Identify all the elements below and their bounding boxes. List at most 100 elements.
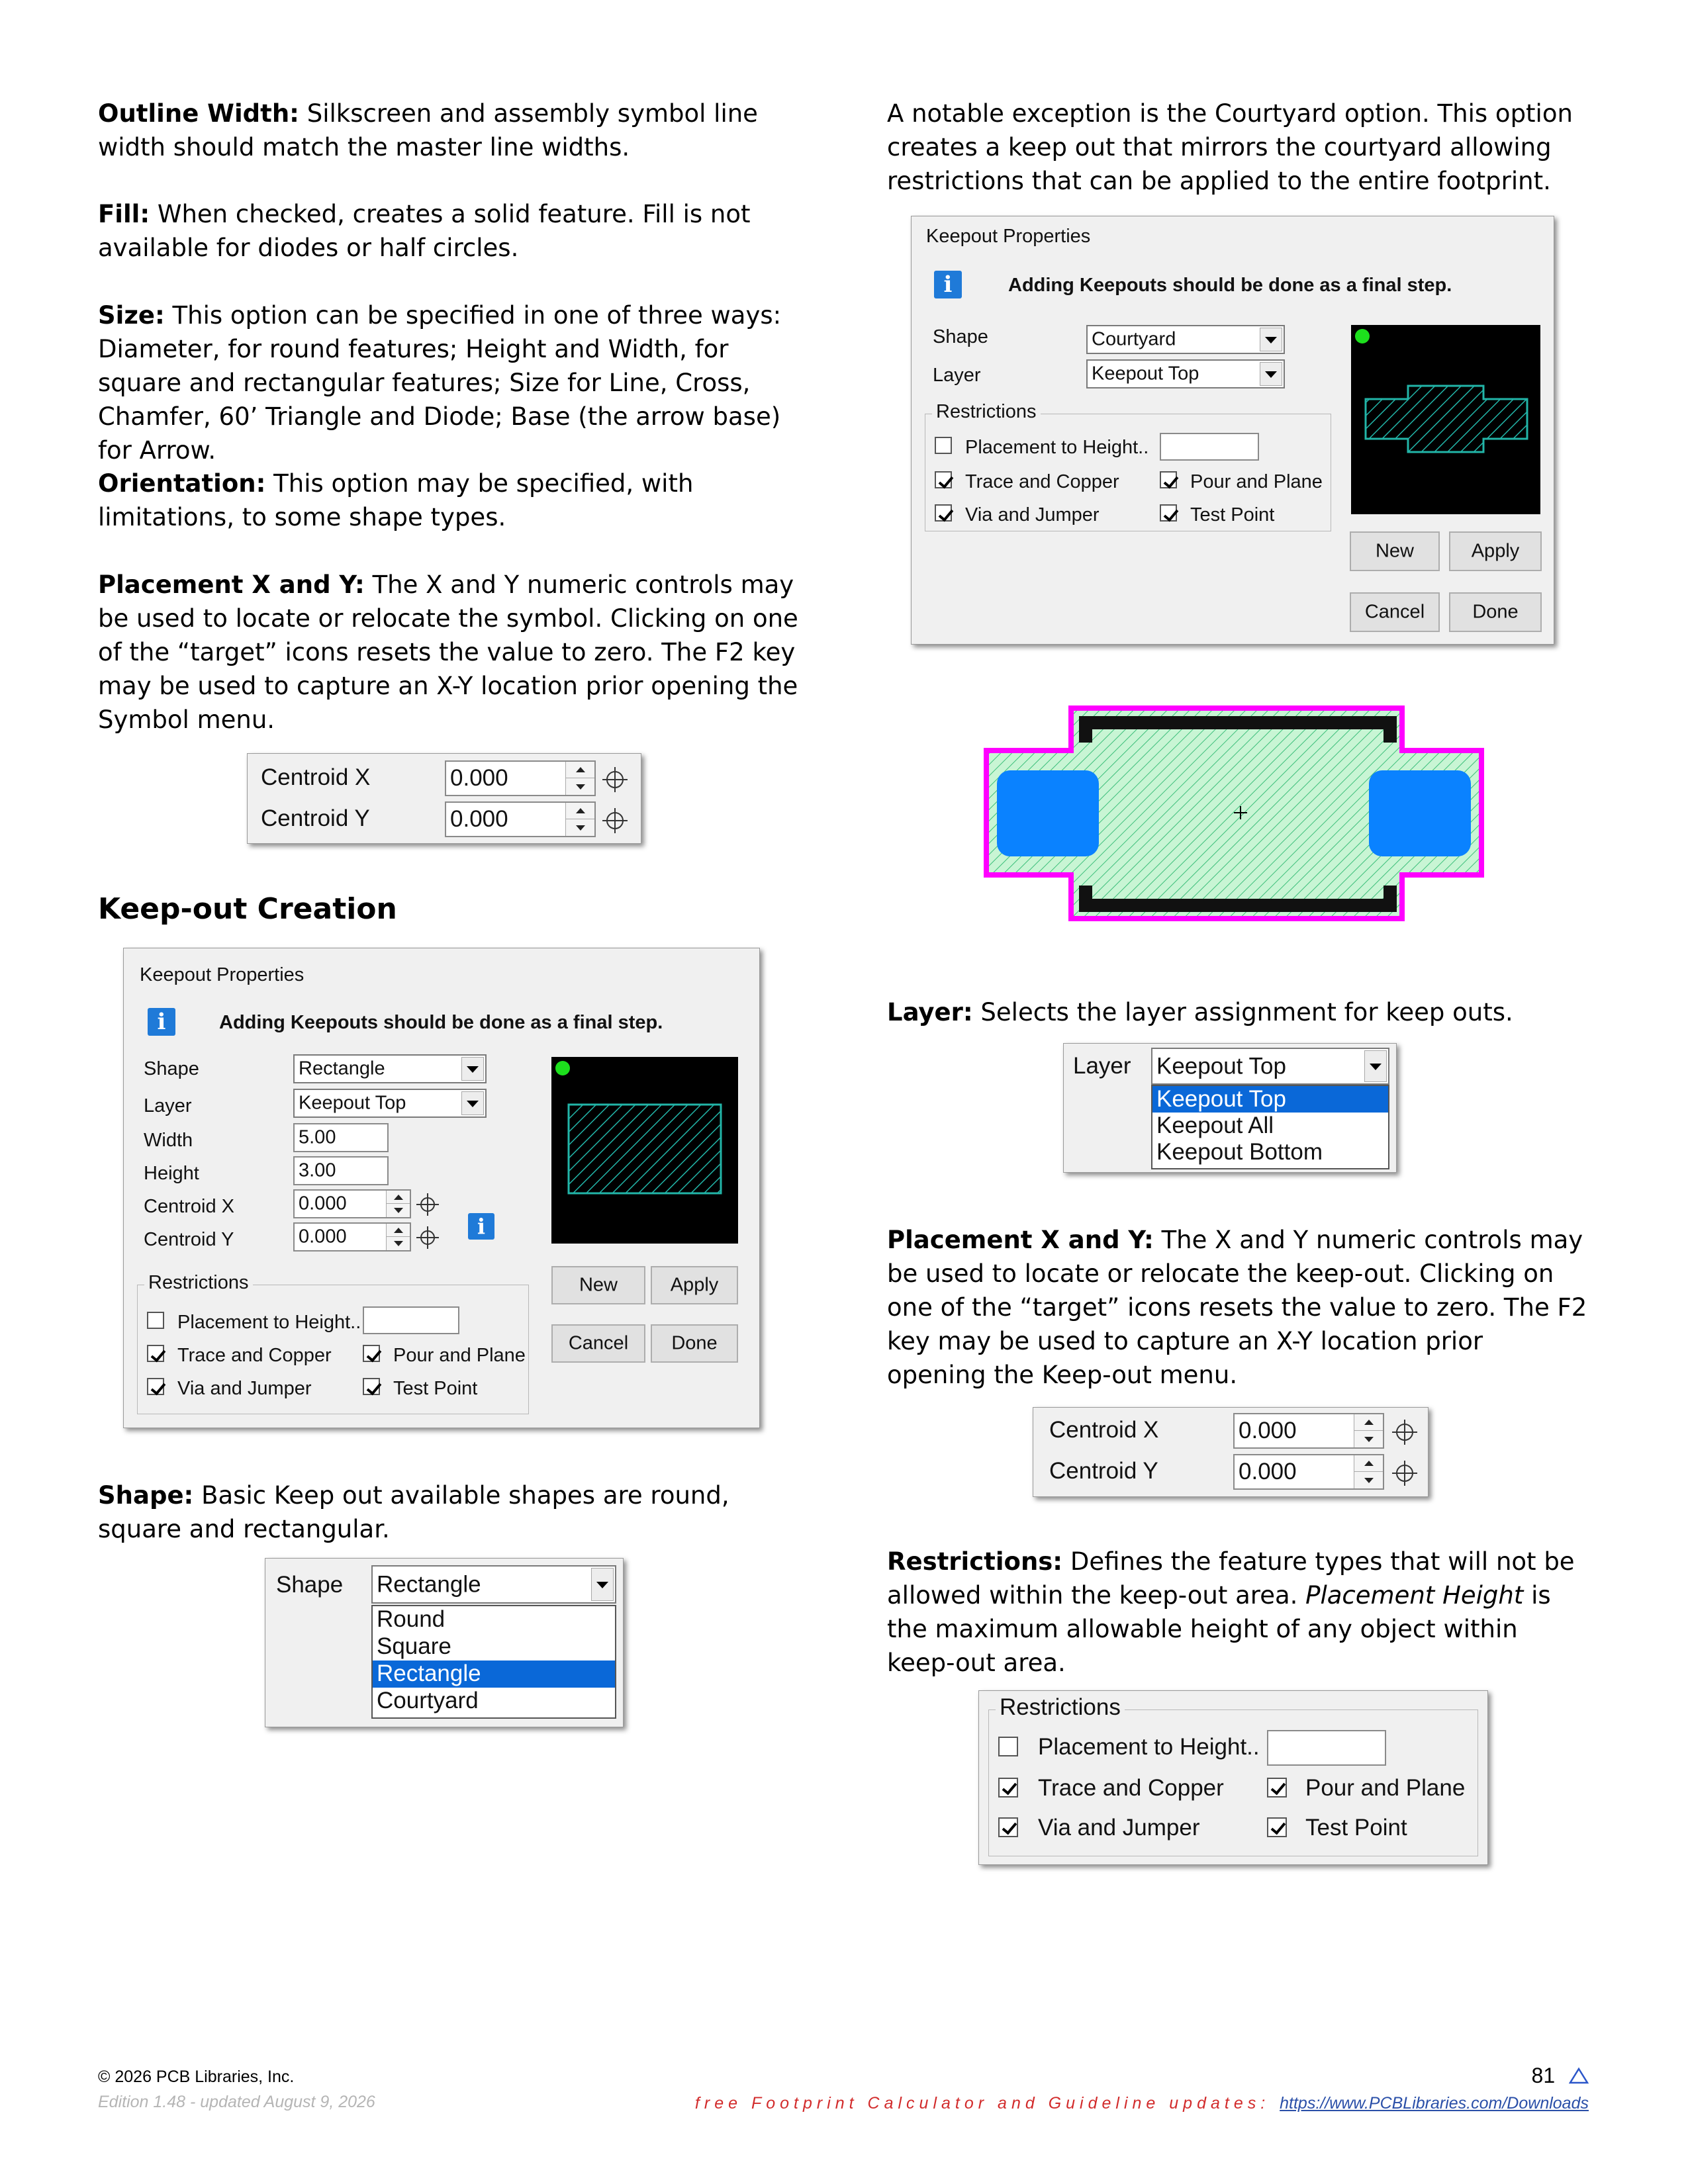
apply-button[interactable]: Apply	[651, 1266, 738, 1304]
test-point-checkbox[interactable]	[363, 1378, 380, 1395]
layer-option[interactable]: Keepout All	[1156, 1113, 1274, 1138]
via-jumper-checkbox[interactable]	[998, 1817, 1018, 1837]
shape-option[interactable]: Courtyard	[377, 1688, 479, 1713]
shape-dropdown-select[interactable]: Rectangle	[371, 1565, 616, 1604]
placement-height-checkbox[interactable]	[935, 437, 952, 454]
test-point-checkbox[interactable]	[1267, 1817, 1287, 1837]
chevron-down-icon[interactable]	[461, 1091, 484, 1115]
info-icon[interactable]: i	[468, 1213, 494, 1240]
shape-preview	[1351, 325, 1540, 514]
centroid-y-spinner[interactable]	[565, 803, 594, 836]
origin-dot	[1355, 329, 1370, 343]
layer-dropdown-select[interactable]: Keepout Top	[1151, 1048, 1389, 1085]
trace-copper-checkbox[interactable]	[147, 1345, 164, 1362]
layer-option-selected[interactable]: Keepout Top	[1152, 1086, 1388, 1113]
width-input[interactable]: 5.00	[293, 1123, 389, 1152]
centroid-x-input[interactable]: 0.000	[445, 760, 596, 796]
placement-height-input[interactable]	[1160, 433, 1259, 461]
centroid-x-value: 0.000	[450, 765, 508, 791]
shape-option[interactable]: Round	[377, 1606, 445, 1632]
size-text: This option can be specified in one of t…	[98, 301, 782, 465]
trace-copper-checkbox[interactable]	[998, 1778, 1018, 1797]
shape-select[interactable]: Rectangle	[293, 1054, 487, 1083]
shape-label: Shape	[144, 1058, 199, 1079]
centroid-x-label: Centroid X	[261, 764, 371, 790]
layer-options-list[interactable]: Keepout Top Keepout All Keepout Bottom	[1151, 1085, 1389, 1169]
layer-select[interactable]: Keepout Top	[293, 1089, 487, 1118]
placement-height-checkbox[interactable]	[998, 1737, 1018, 1756]
target-icon[interactable]	[1392, 1461, 1417, 1486]
keepout-dialog-rectangle: Keepout Properties i Adding Keepouts sho…	[123, 948, 760, 1428]
target-icon[interactable]	[602, 767, 628, 792]
placement-label-right: Placement X and Y:	[887, 1226, 1154, 1254]
centroid-x-spinner[interactable]	[565, 762, 594, 795]
placement-height-checkbox[interactable]	[147, 1312, 164, 1329]
done-button[interactable]: Done	[1449, 592, 1542, 632]
cancel-button[interactable]: Cancel	[551, 1324, 645, 1363]
target-icon[interactable]	[1392, 1420, 1417, 1445]
footer-page-number-group: 81	[1532, 2064, 1589, 2088]
centroid-x-input[interactable]: 0.000	[1233, 1413, 1384, 1449]
test-point-checkbox[interactable]	[1160, 504, 1177, 522]
shape-dropdown-value: Rectangle	[377, 1571, 481, 1598]
shape-para-label: Shape:	[98, 1481, 194, 1510]
shape-dropdown-label: Shape	[276, 1572, 344, 1598]
centroid-y-input[interactable]: 0.000	[445, 801, 596, 837]
layer-option[interactable]: Keepout Bottom	[1156, 1139, 1323, 1165]
placement-height-input[interactable]	[363, 1306, 459, 1334]
pour-plane-checkbox[interactable]	[1267, 1778, 1287, 1797]
centroid-y-input[interactable]: 0.000	[293, 1222, 411, 1251]
keepout-dialog-courtyard: Keepout Properties i Adding Keepouts sho…	[911, 216, 1554, 645]
height-input[interactable]: 3.00	[293, 1156, 389, 1185]
shape-option-selected[interactable]: Rectangle	[373, 1661, 615, 1688]
via-jumper-checkbox[interactable]	[147, 1378, 164, 1395]
via-jumper-checkbox[interactable]	[935, 504, 952, 522]
shape-select[interactable]: Courtyard	[1086, 325, 1285, 354]
chevron-down-icon[interactable]	[1260, 362, 1282, 386]
chevron-down-icon[interactable]	[461, 1057, 484, 1081]
shape-options-list[interactable]: Round Square Rectangle Courtyard	[371, 1605, 616, 1719]
chevron-down-icon[interactable]	[1260, 328, 1282, 351]
footer-download-link[interactable]: https://www.PCBLibraries.com/Downloads	[1280, 2094, 1589, 2113]
placement-height-input[interactable]	[1267, 1730, 1386, 1766]
page-number: 81	[1531, 2064, 1556, 2087]
via-jumper-label: Via and Jumper	[965, 504, 1100, 525]
layer-select[interactable]: Keepout Top	[1086, 359, 1285, 388]
layer-dropdown-label: Layer	[1073, 1053, 1131, 1079]
centroid-x-spinner[interactable]	[1354, 1414, 1383, 1447]
layer-label: Layer	[933, 365, 981, 386]
dialog-title: Keepout Properties	[926, 226, 1091, 247]
new-button[interactable]: New	[551, 1266, 645, 1304]
target-icon[interactable]	[416, 1193, 439, 1216]
centroid-x-input[interactable]: 0.000	[293, 1189, 411, 1218]
target-icon[interactable]	[602, 808, 628, 833]
trace-copper-checkbox[interactable]	[935, 471, 952, 488]
pour-plane-checkbox[interactable]	[363, 1345, 380, 1362]
centroid-y-spinner[interactable]	[1354, 1455, 1383, 1488]
shape-label: Shape	[933, 326, 988, 347]
dialog-notice: Adding Keepouts should be done as a fina…	[1008, 275, 1452, 296]
pour-plane-label: Pour and Plane	[393, 1345, 526, 1366]
orientation-paragraph: Orientation: This option may be specifie…	[98, 467, 760, 534]
done-button[interactable]: Done	[651, 1324, 738, 1363]
target-icon[interactable]	[416, 1226, 439, 1249]
cancel-button[interactable]: Cancel	[1350, 592, 1440, 632]
width-label: Width	[144, 1130, 193, 1151]
placement-paragraph-right: Placement X and Y: The X and Y numeric c…	[887, 1223, 1589, 1392]
chevron-down-icon[interactable]	[1364, 1050, 1387, 1082]
chevron-down-icon[interactable]	[591, 1568, 614, 1601]
restrictions-group: Restrictions Placement to Height.. Trace…	[925, 401, 1331, 531]
new-button[interactable]: New	[1350, 531, 1440, 571]
pour-plane-checkbox[interactable]	[1160, 471, 1177, 488]
centroid-y-label: Centroid Y	[261, 805, 370, 831]
apply-button[interactable]: Apply	[1449, 531, 1542, 571]
shape-option[interactable]: Square	[377, 1633, 451, 1659]
placement-paragraph-left: Placement X and Y: The X and Y numeric c…	[98, 568, 800, 737]
centroid-x-spinner[interactable]	[386, 1191, 410, 1217]
size-paragraph: Size: This option can be specified in on…	[98, 298, 800, 467]
test-point-label: Test Point	[1305, 1815, 1407, 1841]
new-label: New	[1375, 540, 1414, 562]
new-label: New	[579, 1274, 618, 1296]
centroid-y-spinner[interactable]	[386, 1224, 410, 1250]
centroid-y-input[interactable]: 0.000	[1233, 1454, 1384, 1490]
